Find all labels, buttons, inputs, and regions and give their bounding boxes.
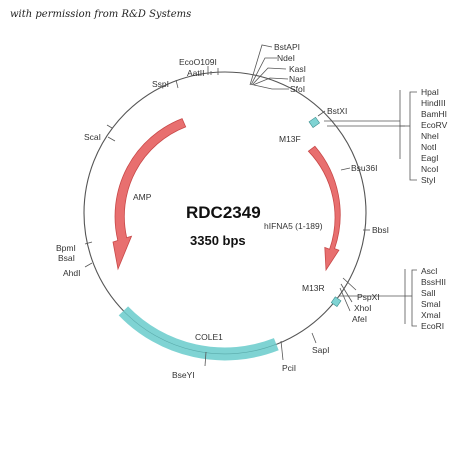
site-bsai: BsaI xyxy=(58,253,75,263)
site-sfoi: SfoI xyxy=(290,84,305,94)
mcs2-site: AscI xyxy=(421,266,438,276)
amp-label: AMP xyxy=(133,192,152,202)
site-scai: ScaI xyxy=(84,132,101,142)
site-bseyi: BseYI xyxy=(172,370,195,380)
mcs2-site: SalI xyxy=(421,288,436,298)
site-bpmi: BpmI xyxy=(56,243,76,253)
permission-credit: with permission from R&D Systems xyxy=(10,9,192,20)
site-ticks xyxy=(84,44,406,367)
site-afei: AfeI xyxy=(352,314,367,324)
site-sspi: SspI xyxy=(152,79,169,89)
site-ecoo109i: EcoO109I xyxy=(179,57,217,67)
mcs2-bracket xyxy=(411,269,417,327)
site-pspxi: PspXI xyxy=(357,292,380,302)
site-ahdi: AhdI xyxy=(63,268,81,278)
m13r-label: M13R xyxy=(302,283,325,293)
hifna5-arrow xyxy=(307,145,341,272)
mcs1-list: HpaI HindIII BamHI EcoRV NheI NotI EagI … xyxy=(421,87,448,185)
mcs2-list: AscI BssHII SalI SmaI XmaI EcoRI xyxy=(421,266,446,331)
site-nari: NarI xyxy=(289,74,305,84)
mcs1-site: BamHI xyxy=(421,109,447,119)
plasmid-name: RDC2349 xyxy=(186,203,261,222)
mcs1-site: NotI xyxy=(421,142,437,152)
site-pcii: PciI xyxy=(282,363,296,373)
site-bbsi: BbsI xyxy=(372,225,389,235)
mcs2-site: EcoRI xyxy=(421,321,444,331)
mcs1-site: EcoRV xyxy=(421,120,448,130)
amp-arrow xyxy=(112,118,187,271)
site-bstapi: BstAPI xyxy=(274,42,300,52)
mcs1-site: EagI xyxy=(421,153,439,163)
m13r-marker xyxy=(330,296,342,307)
site-kasi: KasI xyxy=(289,64,306,74)
mcs1-site: NcoI xyxy=(421,164,438,174)
mcs2-site: XmaI xyxy=(421,310,441,320)
site-xhoi: XhoI xyxy=(354,303,372,313)
insert-label: hIFNA5 (1-189) xyxy=(264,221,323,231)
plasmid-size: 3350 bps xyxy=(190,233,246,248)
site-sapi: SapI xyxy=(312,345,330,355)
site-bstxi: BstXI xyxy=(327,106,347,116)
bstxi-marker xyxy=(308,116,320,128)
site-bsu36i: Bsu36I xyxy=(351,163,377,173)
cole1-label: COLE1 xyxy=(195,332,223,342)
mcs1-site: StyI xyxy=(421,175,436,185)
mcs1-bracket xyxy=(409,91,417,181)
site-aatii: AatII xyxy=(187,68,204,78)
mcs1-site: HpaI xyxy=(421,87,439,97)
mcs1-site: NheI xyxy=(421,131,439,141)
site-ndei: NdeI xyxy=(277,53,295,63)
mcs2-site: SmaI xyxy=(421,299,441,309)
m13f-label: M13F xyxy=(279,134,301,144)
mcs1-site: HindIII xyxy=(421,98,446,108)
mcs2-site: BssHII xyxy=(421,277,446,287)
